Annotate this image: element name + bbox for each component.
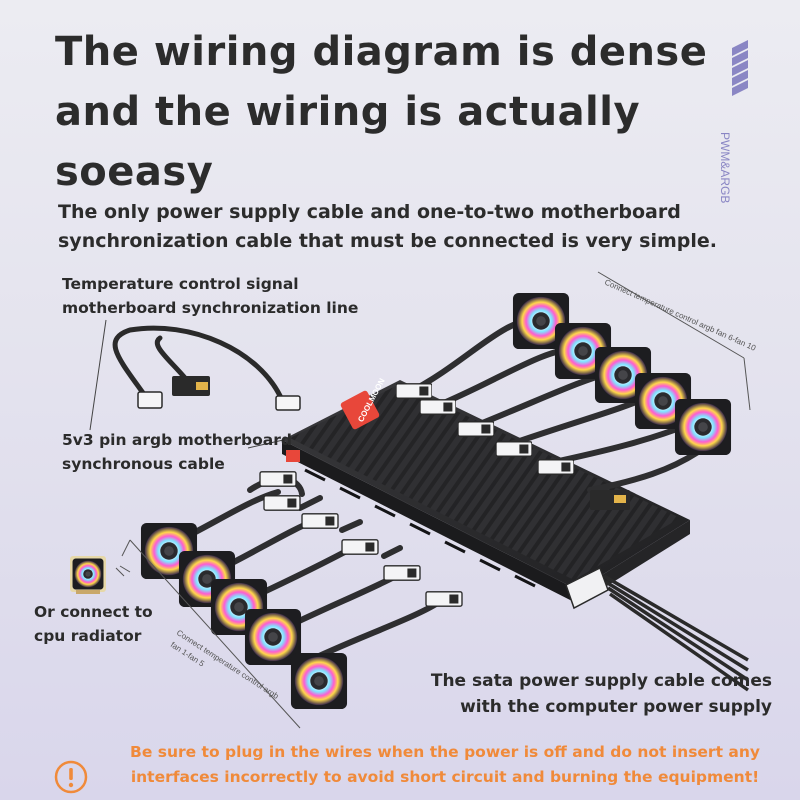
headline: The wiring diagram is dense and the wiri…: [55, 29, 708, 195]
fan-group-bottom-bracket: [121, 539, 301, 729]
fan-icon: [72, 558, 104, 590]
warning-icon: [54, 760, 88, 794]
argb-sync-cable: [112, 325, 285, 403]
fan-group-top-bracket: [597, 271, 751, 411]
fan-group-top-label: Connect temperature control argb fan 6-f…: [603, 278, 757, 353]
fan-hub: [282, 380, 690, 604]
subtitle: The only power supply cable and one-to-t…: [58, 201, 718, 252]
sata-power-cable: [565, 566, 749, 692]
top-fan-plugs: [396, 383, 630, 510]
side-tag: PWM&ARGB: [704, 40, 764, 203]
fan-icon: [290, 652, 348, 710]
argb-cable-label: 5v3 pin argb motherboard synchronous cab…: [62, 431, 292, 473]
temperature-line-label: Temperature control signal motherboard s…: [62, 275, 359, 317]
fan-icon: [674, 398, 732, 456]
cpu-radiator-label: Or connect to cpu radiator: [34, 603, 153, 645]
argb-sync-connectors: [137, 376, 301, 411]
warning-text: Be sure to plug in the wires when the po…: [130, 743, 760, 786]
label-pointer: [89, 319, 107, 431]
cpu-radiator: [70, 556, 106, 594]
cpu-pointer: [115, 565, 131, 577]
sata-power-label: The sata power supply cable comes with t…: [430, 671, 772, 717]
stripe-icon: [732, 40, 748, 96]
